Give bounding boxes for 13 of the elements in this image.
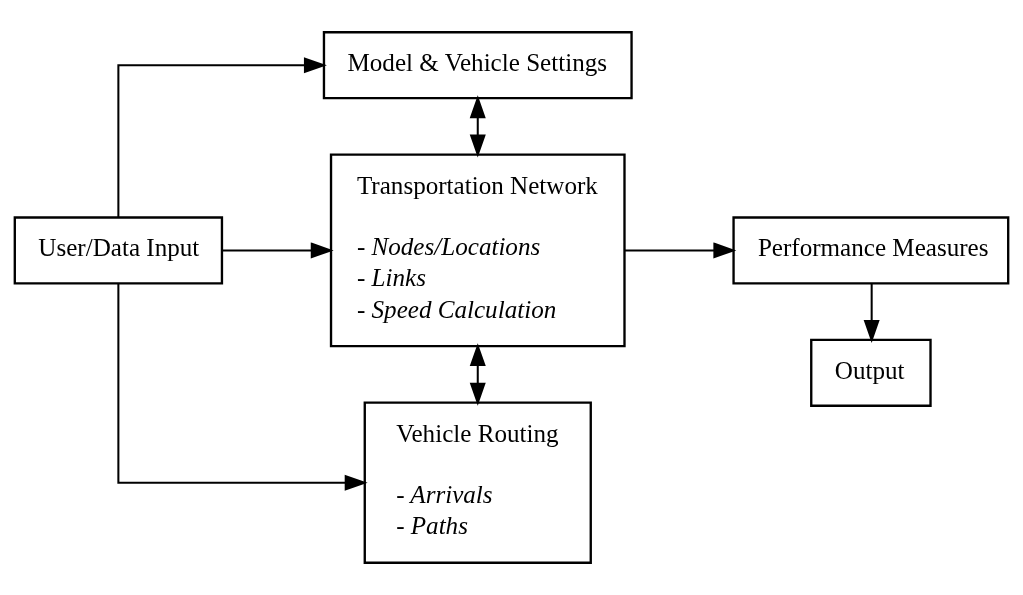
node-box: Vehicle Routing - Arrivals - Paths — [363, 401, 592, 564]
arrow — [624, 242, 737, 259]
node-box: Output — [810, 338, 932, 407]
arrow — [469, 95, 486, 158]
arrow — [863, 283, 880, 343]
arrow — [117, 57, 327, 218]
node-box: Model & Vehicle Settings — [322, 31, 633, 100]
arrow — [222, 242, 334, 259]
arrow — [469, 343, 486, 406]
arrow — [117, 283, 368, 491]
node-box: Performance Measures — [732, 216, 1010, 285]
node-box: User/Data Input — [13, 216, 224, 285]
node-box: Transportation Network - Nodes/Locations - Links - Speed Calculation — [329, 153, 626, 348]
